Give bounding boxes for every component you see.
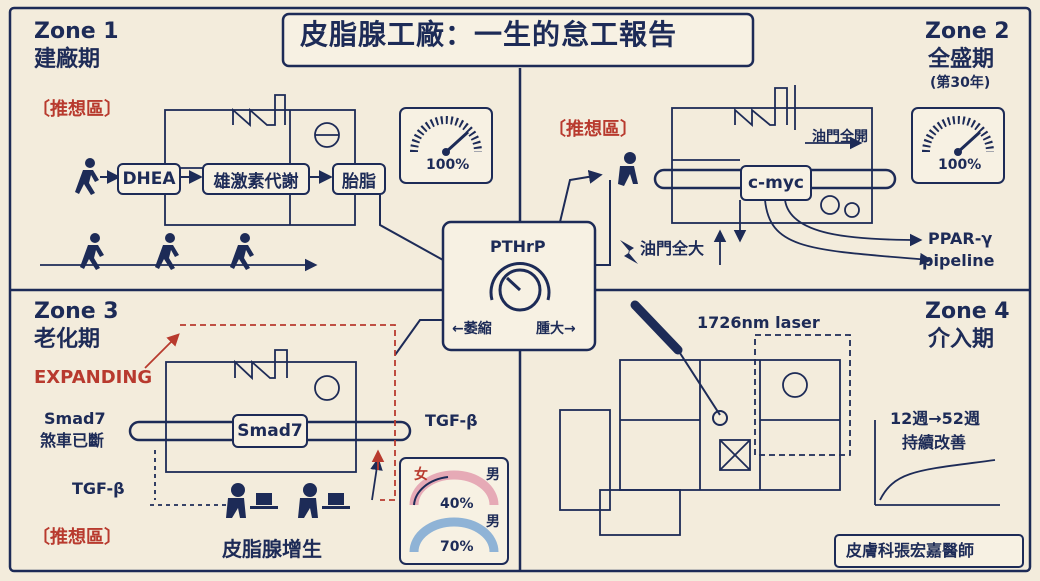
zone4-phase: 介入期 (928, 327, 995, 352)
zone2-gauge (911, 107, 1005, 184)
zone2-year: (第30年) (930, 75, 991, 91)
brake-broken-label: 煞車已斷 (40, 431, 105, 450)
improvement-label: 持續改善 (902, 433, 967, 452)
hypertrophy-label: 腫大→ (536, 321, 576, 337)
male-label-1: 男 (486, 467, 500, 483)
zone1-gauge-value: 100% (426, 157, 470, 173)
female-label: 女 (414, 467, 428, 483)
zone4-floorplan (559, 334, 1000, 536)
pipeline-label: pipeline (922, 251, 995, 270)
zone2-name: Zone 2 (925, 19, 1010, 44)
vernix-box: 胎脂 (332, 163, 386, 195)
zone2-gauge-value: 100% (938, 157, 982, 173)
oil-max-label: 油門全大 (640, 239, 705, 258)
laser-label: 1726nm laser (697, 313, 820, 332)
title-box (281, 12, 755, 68)
pct-70: 70% (440, 539, 474, 555)
expanding-label: EXPANDING (34, 367, 153, 388)
zone3-phase: 老化期 (34, 327, 101, 352)
cmyc-box: c-myc (740, 165, 812, 201)
pct-40: 40% (440, 496, 474, 512)
pthrp-knob (489, 261, 551, 312)
credit-box (834, 534, 1024, 568)
zone1-gauge (399, 107, 493, 184)
tgf-beta-left: TGF-β (72, 479, 125, 498)
zone1-name: Zone 1 (34, 19, 119, 44)
pthrp-label: PTHrP (490, 237, 546, 256)
sebaceous-hyperplasia-label: 皮脂腺增生 (222, 537, 322, 561)
credit-text: 皮膚科張宏嘉醫師 (846, 541, 975, 560)
zone3-speculative-tag: 〔推想區〕 (32, 527, 122, 548)
laser-wand-icon (630, 300, 728, 426)
zone1-phase: 建廠期 (34, 47, 101, 72)
tgf-beta-right: TGF-β (425, 411, 478, 430)
weeks-label: 12週→52週 (890, 409, 980, 428)
zone1-runners (75, 158, 254, 270)
dhea-box: DHEA (117, 163, 181, 195)
page-title: 皮脂腺工廠：一生的怠工報告 (300, 18, 678, 51)
gender-gauges (399, 457, 509, 565)
pparg-label: PPAR-γ (928, 229, 993, 248)
androgen-box: 雄激素代謝 (202, 163, 310, 195)
zone2-worker-icon (618, 152, 638, 186)
zone4-name: Zone 4 (925, 299, 1010, 324)
zone1-speculative-tag: 〔推想區〕 (32, 99, 122, 120)
zone3-workers (226, 483, 350, 518)
oil-open-label: 油門全開 (812, 129, 868, 145)
zone2-broken-icon (620, 240, 638, 264)
atrophy-label: ←萎縮 (452, 321, 492, 337)
zone3-expanding-outline (144, 324, 396, 501)
smad7-side-label: Smad7 (44, 409, 106, 428)
zone3-name: Zone 3 (34, 299, 119, 324)
zone2-phase: 全盛期 (928, 47, 995, 72)
male-label-2: 男 (486, 514, 500, 530)
smad7-box: Smad7 (232, 414, 308, 448)
zone2-speculative-tag: 〔推想區〕 (548, 119, 638, 140)
